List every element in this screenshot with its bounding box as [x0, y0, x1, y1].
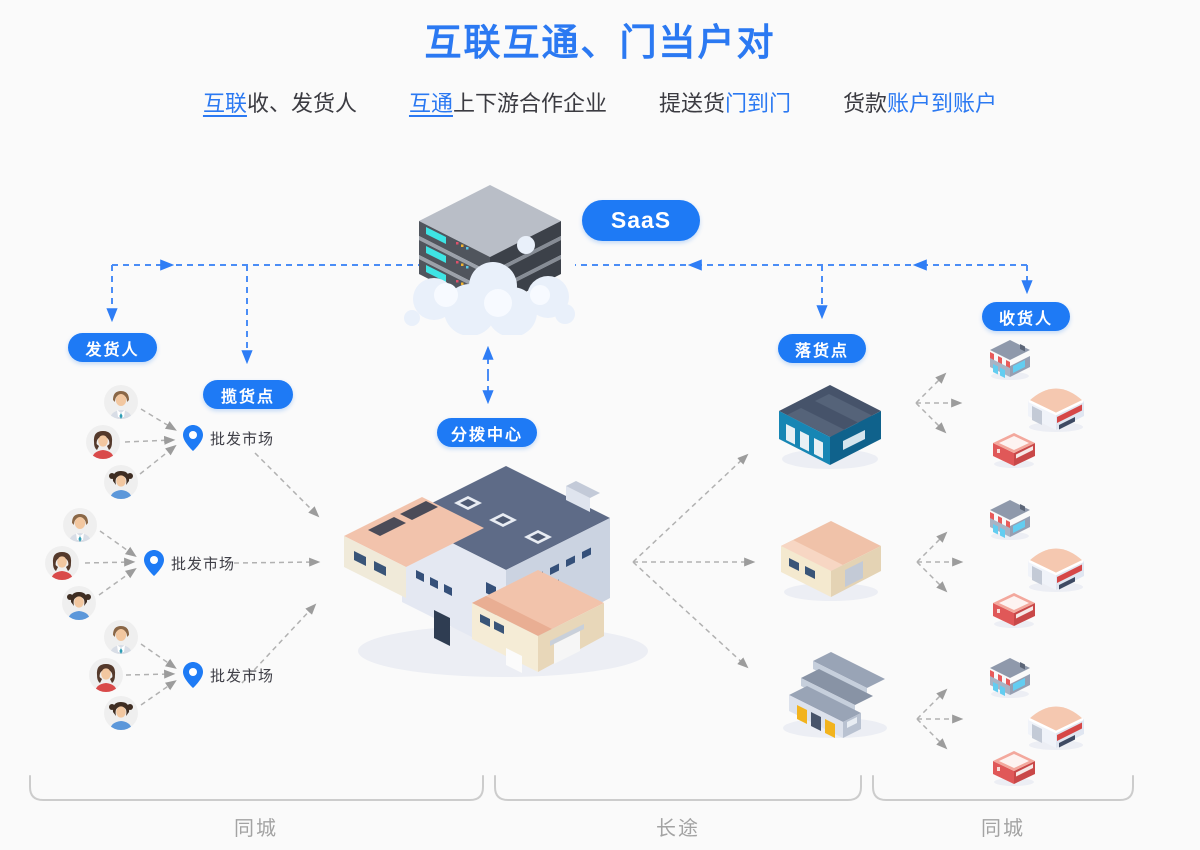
avatar-man-suit — [104, 385, 138, 419]
feature-connect-partners: 互通上下游合作企业 — [408, 91, 607, 116]
market-1: 批发市场 — [183, 425, 274, 452]
market-3: 批发市场 — [183, 662, 274, 689]
factory-building-icon — [338, 458, 648, 685]
shop-striped-awning-icon — [988, 498, 1032, 545]
shop-red-kiosk-icon — [991, 750, 1037, 791]
page-title: 互联互通、门当户对 — [424, 22, 776, 63]
market-label: 批发市场 — [210, 668, 275, 685]
market-label: 批发市场 — [210, 431, 275, 448]
node-pickup-point: 揽货点 — [203, 380, 293, 409]
location-pin-icon — [183, 662, 203, 688]
shop-striped-awning-icon — [988, 338, 1032, 385]
shop-striped-awning-icon — [988, 656, 1032, 703]
node-distribution-center: 分拨中心 — [437, 418, 537, 447]
section-label-long-haul: 长途 — [656, 818, 700, 840]
avatar-man-suit — [104, 620, 138, 654]
location-pin-icon — [183, 425, 203, 451]
section-brackets — [29, 775, 1134, 801]
saas-badge: SaaS — [582, 200, 700, 241]
saas-server-cloud-icon — [398, 183, 583, 340]
section-label-same-city-left: 同城 — [234, 818, 278, 840]
feature-account-to-account: 货款账户到账户 — [843, 91, 998, 116]
shop-red-kiosk-icon — [991, 432, 1037, 473]
node-shipper: 发货人 — [68, 333, 157, 362]
shop-dome-roof-icon — [1024, 538, 1088, 597]
shop-dome-roof-icon — [1024, 378, 1088, 437]
node-dropoff-point: 落货点 — [778, 334, 866, 363]
avatar-woman-blue — [104, 465, 138, 499]
feature-door-to-door: 提送货门到门 — [659, 91, 792, 116]
shop-dome-roof-icon — [1024, 696, 1088, 755]
avatar-man-suit — [63, 508, 97, 542]
node-consignee: 收货人 — [982, 302, 1070, 331]
warehouse-gray-icon — [773, 648, 895, 745]
feature-list: 互联收、发货人 互通上下游合作企业 提送货门到门 货款账户到账户 — [0, 86, 1200, 118]
section-label-same-city-right: 同城 — [981, 818, 1025, 840]
location-pin-icon — [144, 550, 164, 576]
avatar-woman-blue — [62, 586, 96, 620]
market-2: 批发市场 — [144, 550, 235, 577]
avatar-woman-red — [86, 425, 120, 459]
warehouse-blue-icon — [775, 383, 885, 476]
avatar-woman-red — [45, 546, 79, 580]
avatar-woman-red — [89, 658, 123, 692]
warehouse-pink-icon — [777, 518, 885, 608]
feature-connect-shippers: 互联收、发货人 — [202, 91, 357, 116]
avatar-woman-blue — [104, 696, 138, 730]
market-label: 批发市场 — [171, 556, 236, 573]
shop-red-kiosk-icon — [991, 592, 1037, 633]
